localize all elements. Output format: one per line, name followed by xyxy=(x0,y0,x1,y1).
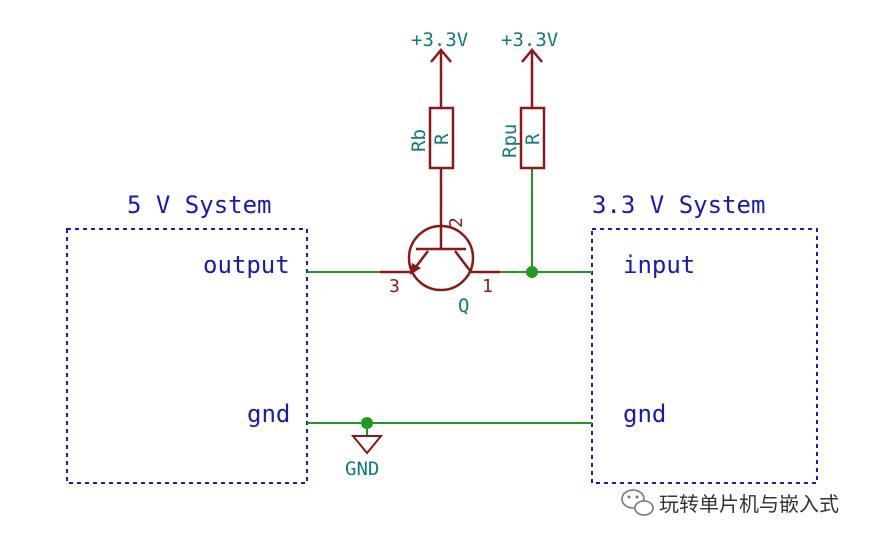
ground-symbol: GND xyxy=(345,435,384,480)
transistor-q: 2 3 1 Q xyxy=(380,217,500,317)
rb-supply-label: +3.3V xyxy=(411,29,468,51)
right-system-border xyxy=(591,228,818,484)
resistor-rpu: +3.3V Rpu R xyxy=(499,29,558,170)
rb-ref-label: Rb xyxy=(408,129,430,152)
transistor-body-circle xyxy=(407,224,475,292)
right-system-title: 3.3 V System xyxy=(592,191,765,219)
left-system-title: 5 V System xyxy=(127,191,272,219)
watermark-text: 玩转单片机与嵌入式 xyxy=(659,492,839,516)
left-system-border xyxy=(66,228,308,484)
rb-supply-arrow-icon xyxy=(430,48,452,63)
wires xyxy=(307,169,592,436)
rpu-supply-arrow-icon xyxy=(521,48,543,63)
watermark: 玩转单片机与嵌入式 xyxy=(621,489,839,516)
right-pin-input-label: input xyxy=(623,251,695,279)
rpu-ref-label: Rpu xyxy=(499,124,521,158)
transistor-ref-label: Q xyxy=(458,295,469,317)
transistor-collector-leg xyxy=(454,250,472,273)
junction-dot-input xyxy=(526,266,538,278)
left-pin-output-label: output xyxy=(203,251,290,279)
ground-label: GND xyxy=(345,458,379,480)
transistor-pin-collector: 1 xyxy=(482,276,493,297)
junction-dot-gnd xyxy=(361,417,373,429)
transistor-emitter-arrow-icon xyxy=(410,263,421,275)
left-pin-gnd-label: gnd xyxy=(247,400,290,428)
wechat-icon xyxy=(621,489,654,516)
left-system-block: 5 V System output gnd xyxy=(66,191,308,484)
rpu-body xyxy=(519,106,546,170)
right-pin-gnd-label: gnd xyxy=(623,400,666,428)
transistor-pin-emitter: 3 xyxy=(389,276,400,297)
rpu-supply-label: +3.3V xyxy=(501,29,558,51)
ground-triangle-icon xyxy=(350,435,384,455)
resistor-rb: +3.3V Rb R xyxy=(408,29,468,236)
rpu-value-label: R xyxy=(522,133,544,145)
rb-value-label: R xyxy=(431,133,453,145)
right-system-block: 3.3 V System input gnd xyxy=(591,191,818,484)
transistor-pin-base: 2 xyxy=(446,217,467,228)
